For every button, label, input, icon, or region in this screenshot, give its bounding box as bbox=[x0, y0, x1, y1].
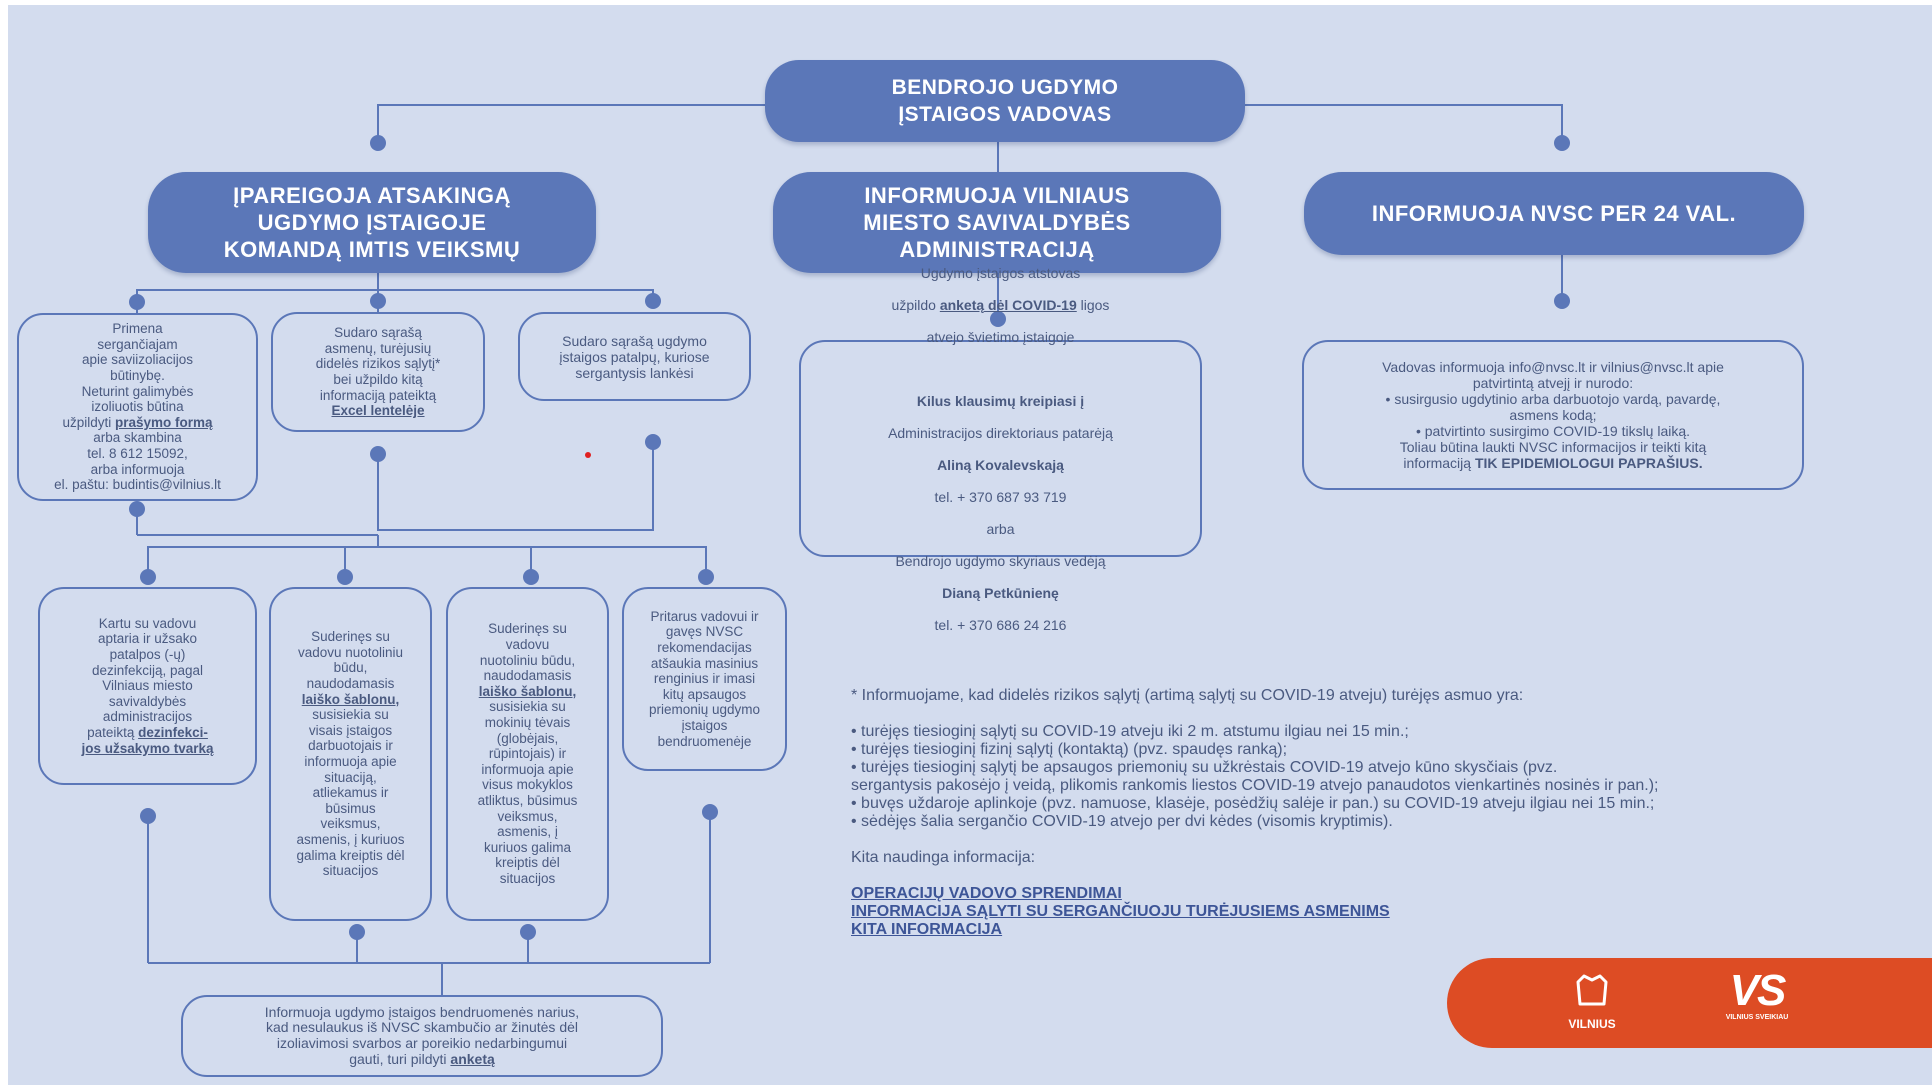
connector-dot bbox=[702, 804, 718, 820]
connector-dot bbox=[129, 501, 145, 517]
reminds-quarantine-box: Primena sergančiajam apie saviizoliacijo… bbox=[17, 313, 258, 501]
vilnius-logo: VILNIUS bbox=[1547, 972, 1637, 1031]
advisor-name: Aliną Kovalevskają bbox=[937, 456, 1064, 473]
questions-title: Kilus klausimų kreipiasi į bbox=[916, 392, 1085, 409]
parents-notify-box: Suderinęs su vadovu nuotoliniu būdu, nau… bbox=[446, 587, 609, 921]
municipality-form-box: Ugdymo įstaigos atstovas užpildo anketą … bbox=[799, 265, 1202, 633]
info-links: OPERACIJŲ VADOVO SPRENDIMAI INFORMACIJA … bbox=[851, 885, 1891, 939]
community-notify-box: Informuoja ugdymo įstaigos bendruomenės … bbox=[181, 995, 663, 1077]
parents-text: Suderinęs su vadovu nuotoliniu būdu, nau… bbox=[479, 621, 576, 684]
contact-persons-info-link[interactable]: INFORMACIJA SĄLYTI SU SERGANČIUOJU TURĖJ… bbox=[851, 903, 1390, 920]
request-form-link[interactable]: prašymo formą bbox=[114, 414, 213, 430]
connector-dot bbox=[520, 924, 536, 940]
connector-dot bbox=[645, 293, 661, 309]
parents-letter-template-link[interactable]: laiško šablonu, bbox=[478, 683, 577, 699]
reminds-text: Primena sergančiajam apie saviizoliacijo… bbox=[62, 321, 194, 430]
operations-chief-decisions-link[interactable]: OPERACIJŲ VADOVO SPRENDIMAI bbox=[851, 885, 1122, 902]
fills-text: užpildo bbox=[891, 296, 940, 313]
brand-footer: VILNIUS VS VILNIUS SVEIKIAU bbox=[1447, 958, 1932, 1048]
representative-text: Ugdymo įstaigos atstovas bbox=[920, 264, 1081, 281]
connector-dot bbox=[370, 446, 386, 462]
excel-table-link[interactable]: Excel lentelėje bbox=[331, 403, 425, 419]
staff-text-rest: susisiekia su visais įstaigos darbuotoja… bbox=[296, 707, 405, 879]
parents-text-rest: susisiekia su mokinių tėvais (globėjais,… bbox=[477, 699, 578, 886]
notes-intro: * Informuojame, kad didelės rizikos sąly… bbox=[851, 687, 1524, 704]
connector-dot bbox=[990, 311, 1006, 327]
staff-letter-template-link[interactable]: laiško šablonu, bbox=[301, 691, 400, 707]
nvsc-info-box: Vadovas informuoja info@nvsc.lt ir vilni… bbox=[1302, 340, 1804, 490]
connector-dot bbox=[337, 569, 353, 585]
disinfection-order-link[interactable]: dezinfekci- jos užsakymo tvarką bbox=[81, 724, 214, 756]
head-name: Dianą Petkūnienę bbox=[942, 584, 1059, 601]
nvsc-text: Vadovas informuoja info@nvsc.lt ir vilni… bbox=[1382, 359, 1724, 471]
connector-dot bbox=[349, 924, 365, 940]
connector-dot bbox=[698, 569, 714, 585]
advisor-phone: tel. + 370 687 93 719 bbox=[934, 488, 1067, 505]
disease-text: ligos bbox=[1076, 296, 1110, 313]
risk-contacts-box: Sudaro sąrašą asmenų, turėjusių didelės … bbox=[271, 312, 485, 432]
covid-form-link[interactable]: anketą dėl COVID-19 bbox=[939, 296, 1077, 313]
cancel-events-box: Pritarus vadovui ir gavęs NVSC rekomenda… bbox=[622, 587, 787, 771]
vilnius-logo-text: VILNIUS bbox=[1568, 1017, 1616, 1031]
disinfection-text: Kartu su vadovu aptaria ir užsako patalp… bbox=[87, 615, 204, 740]
municipality-header: INFORMUOJA VILNIAUS MIESTO SAVIVALDYBĖS … bbox=[773, 172, 1221, 273]
connector-dot bbox=[1554, 135, 1570, 151]
other-info-title: Kita naudinga informacija: bbox=[851, 849, 1036, 866]
case-text: atvejo švietimo įstaigoje bbox=[926, 328, 1075, 345]
other-info-link[interactable]: KITA INFORMACIJA bbox=[851, 921, 1003, 938]
connector-dot bbox=[129, 294, 145, 310]
nvsc-header: INFORMUOJA NVSC PER 24 VAL. bbox=[1304, 172, 1804, 255]
crest-icon bbox=[1576, 974, 1608, 1006]
head-phone: tel. + 370 686 24 216 bbox=[934, 616, 1067, 633]
risk-contact-notes: * Informuojame, kad didelės rizikos sąly… bbox=[851, 687, 1891, 939]
connector-dot bbox=[140, 569, 156, 585]
connector-dot bbox=[370, 135, 386, 151]
risk-contacts-text: Sudaro sąrašą asmenų, turėjusių didelės … bbox=[315, 325, 441, 403]
school-director-header: BENDROJO UGDYMO ĮSTAIGOS VADOVAS bbox=[765, 60, 1245, 142]
staff-text: Suderinęs su vadovu nuotoliniu būdu, nau… bbox=[297, 629, 404, 692]
connector-dot bbox=[523, 569, 539, 585]
flowchart-canvas: BENDROJO UGDYMO ĮSTAIGOS VADOVAS ĮPAREIG… bbox=[8, 5, 1932, 1085]
head-role: Bendrojo ugdymo skyriaus vedėją bbox=[895, 552, 1106, 569]
red-marker bbox=[585, 452, 591, 458]
staff-notify-box: Suderinęs su vadovu nuotoliniu būdu, nau… bbox=[269, 587, 432, 921]
reminds-contacts: arba skambina tel. 8 612 15092, arba inf… bbox=[54, 430, 221, 493]
rooms-list-box: Sudaro sąrašą ugdymo įstaigos patalpų, k… bbox=[518, 312, 751, 401]
vs-logo-text: VILNIUS SVEIKIAU bbox=[1725, 1014, 1789, 1021]
connector-dot bbox=[370, 293, 386, 309]
disinfection-box: Kartu su vadovu aptaria ir užsako patalp… bbox=[38, 587, 257, 785]
connector-dot bbox=[1554, 293, 1570, 309]
questionnaire-link[interactable]: anketą bbox=[450, 1050, 495, 1067]
team-action-header: ĮPAREIGOJA ATSAKINGĄ UGDYMO ĮSTAIGOJE KO… bbox=[148, 172, 596, 273]
nvsc-emphasis: TIK EPIDEMIOLOGUI PAPRAŠIUS. bbox=[1474, 455, 1703, 471]
notes-criteria-list: • turėjęs tiesioginį sąlytį su COVID-19 … bbox=[851, 723, 1659, 830]
connector-dot bbox=[645, 434, 661, 450]
connector-dot bbox=[140, 808, 156, 824]
community-text: Informuoja ugdymo įstaigos bendruomenės … bbox=[264, 1003, 580, 1067]
advisor-role: Administracijos direktoriaus patarėją bbox=[888, 424, 1113, 441]
vs-logo-mark: VS bbox=[1729, 966, 1787, 1015]
vilnius-sveikiau-logo: VS VILNIUS SVEIKIAU bbox=[1702, 966, 1812, 1022]
or-text: arba bbox=[986, 520, 1015, 537]
